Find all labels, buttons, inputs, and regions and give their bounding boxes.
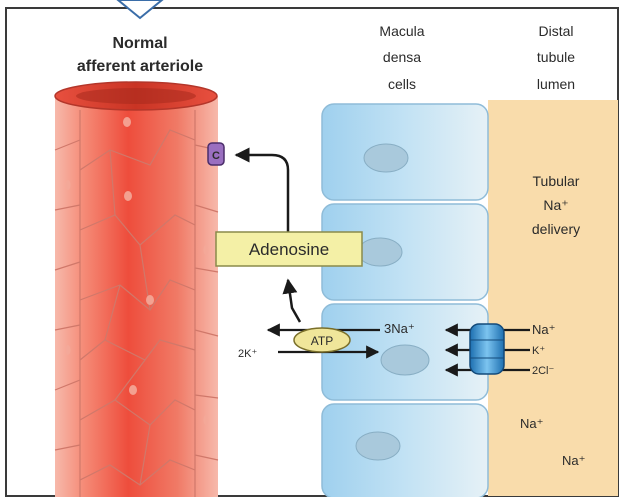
macula-cell-4	[322, 404, 488, 497]
distal-tubule-lumen	[488, 100, 618, 496]
macula-title-line3: cells	[388, 76, 416, 92]
adenosine-label: Adenosine	[249, 240, 329, 259]
macula-cell-3-nucleus	[381, 345, 429, 375]
adenosine-to-receptor-arrow	[236, 155, 288, 232]
na3-label: 3Na⁺	[384, 321, 415, 336]
arteriole-title-line1: Normal	[112, 35, 167, 52]
lumen-na-label-2: Na⁺	[562, 453, 585, 468]
k-lumen-label: K⁺	[532, 345, 545, 357]
atp-to-adenosine-arrow	[288, 280, 300, 322]
receptor-letter: C	[212, 150, 220, 162]
arteriole-title-line2: afferent arteriole	[77, 58, 203, 75]
k2-label: 2K⁺	[238, 348, 257, 360]
tubular-label-line1: Tubular	[533, 173, 580, 189]
macula-cell-4-nucleus	[356, 432, 400, 460]
arteriole-inner-lumen	[76, 88, 196, 104]
afferent-arteriole	[55, 82, 218, 497]
macula-title-line2: densa	[383, 49, 421, 65]
nkcc2-cotransporter-icon	[470, 324, 504, 374]
tubular-label-line3: delivery	[532, 221, 580, 237]
na-lumen-label: Na⁺	[532, 322, 555, 337]
tubular-label-line2: Na⁺	[543, 197, 568, 213]
macula-title-line1: Macula	[379, 23, 424, 39]
distal-title-line3: lumen	[537, 76, 575, 92]
distal-title-line2: tubule	[537, 49, 575, 65]
lumen-na-label-1: Na⁺	[520, 416, 543, 431]
macula-cell-2-nucleus	[358, 238, 402, 266]
macula-cell-1-nucleus	[364, 144, 408, 172]
cl-lumen-label: 2Cl⁻	[532, 365, 555, 377]
atp-label: ATP	[311, 334, 333, 348]
macula-densa-cells	[322, 104, 488, 497]
distal-title-line1: Distal	[538, 23, 573, 39]
